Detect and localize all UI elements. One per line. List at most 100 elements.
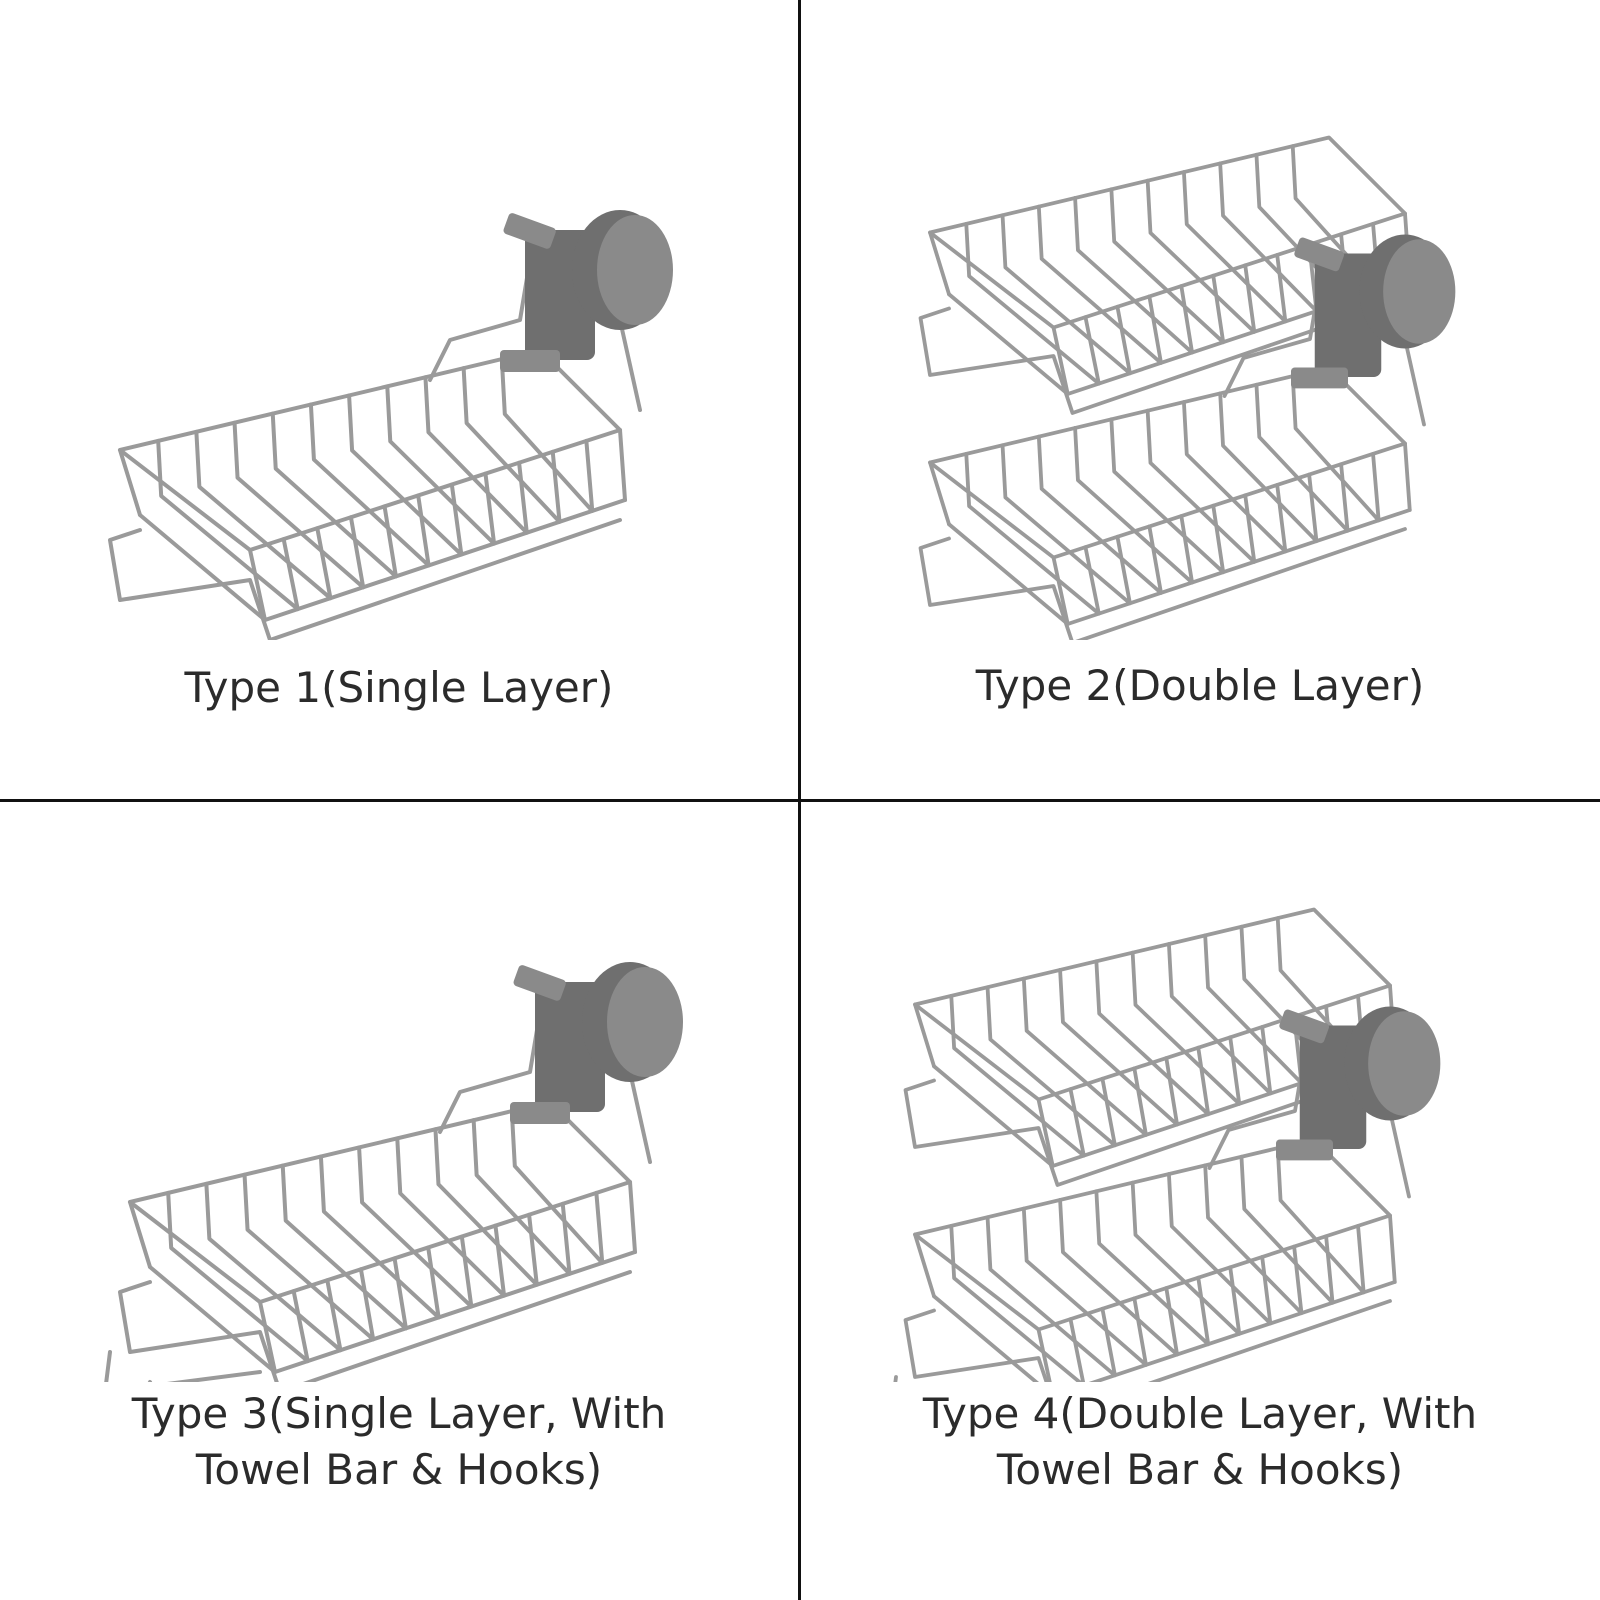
basket-illustration — [893, 907, 1441, 1382]
caption-line: Towel Bar & Hooks) — [195, 1445, 603, 1494]
basket-corner — [1051, 325, 1070, 396]
basket-rib — [1218, 161, 1319, 313]
faucet-mount — [510, 962, 683, 1124]
basket-rib — [1036, 434, 1163, 595]
mount-cap-face — [607, 967, 683, 1077]
wire-basket — [903, 907, 1397, 1187]
basket-rib — [1021, 976, 1148, 1137]
caption-line: Type 4(Double Layer, With — [922, 1389, 1478, 1438]
mount-clip — [1291, 367, 1348, 389]
basket-rim — [128, 1100, 632, 1304]
basket-rib — [964, 451, 1101, 616]
basket-rib — [985, 1215, 1117, 1378]
panel-type-2: Type 2(Double Layer) — [801, 0, 1599, 798]
basket-foot-wire — [918, 297, 1407, 415]
panel-type-4: Type 4(Double Layer, With Towel Bar & Ho… — [801, 802, 1599, 1600]
basket-corner — [928, 230, 951, 297]
basket-rib — [1182, 170, 1288, 324]
caption-type-3: Type 3(Single Layer, With Towel Bar & Ho… — [0, 1386, 798, 1498]
basket-rib — [1167, 1172, 1273, 1326]
basket-rib — [1058, 968, 1180, 1127]
basket-rib — [194, 429, 333, 601]
basket-foot-wire — [903, 1299, 1392, 1382]
basket-rib — [1130, 1180, 1242, 1336]
basket-foot-wire — [903, 1069, 1392, 1187]
basket-rib — [1021, 1206, 1148, 1367]
basket-corner — [928, 460, 951, 527]
basket-foot-wire — [118, 1270, 632, 1382]
basket-rib — [509, 1109, 605, 1265]
mount-clip — [1276, 1139, 1333, 1161]
basket-rib — [1203, 933, 1304, 1085]
mount-cap-face — [597, 215, 673, 325]
basket-foot-wire — [918, 527, 1407, 640]
basket-rib — [1109, 417, 1226, 575]
mount-clip — [1294, 237, 1344, 272]
basket-rib — [1094, 1189, 1211, 1347]
basket-corner — [913, 1002, 936, 1069]
basket-rib — [204, 1181, 343, 1353]
basket-rib — [1130, 950, 1242, 1106]
basket-rib — [357, 1145, 474, 1309]
basket-rib — [1094, 959, 1211, 1117]
wire-basket — [918, 261, 1426, 640]
basket-rib — [166, 1190, 310, 1364]
basket-corner — [248, 548, 267, 622]
mount-clip — [510, 1102, 570, 1124]
basket-corner — [1403, 441, 1412, 512]
basket-rib — [1073, 426, 1195, 585]
basket-rib — [461, 366, 562, 524]
mount-cap-face — [1368, 1011, 1441, 1116]
faucet-mount — [500, 210, 673, 372]
basket-rib — [1182, 400, 1288, 554]
basket-illustration — [108, 210, 673, 640]
basket-corner — [1036, 1327, 1052, 1382]
basket-foot-wire — [108, 518, 622, 640]
caption-type-1: Type 1(Single Layer) — [0, 660, 798, 716]
panel-type-3: Type 3(Single Layer, With Towel Bar & Ho… — [0, 802, 798, 1600]
basket-rib — [1290, 374, 1381, 523]
mount-clip — [503, 213, 556, 249]
mount-cap-face — [1383, 239, 1456, 344]
basket-rib — [308, 402, 431, 568]
basket-rib — [232, 420, 366, 590]
caption-type-4: Type 4(Double Layer, With Towel Bar & Ho… — [801, 1386, 1599, 1498]
basket-rib — [1203, 1163, 1304, 1315]
basket-rib — [395, 1136, 507, 1298]
basket-rib — [964, 221, 1101, 386]
basket-rib — [1073, 196, 1195, 355]
basket-rim — [913, 1137, 1392, 1332]
panel-type-1: Type 1(Single Layer) — [0, 0, 798, 798]
horizontal-divider — [0, 799, 1600, 802]
basket-rim — [928, 365, 1407, 560]
basket-rib — [318, 1154, 441, 1320]
basket-rib — [347, 393, 464, 557]
basket-rib — [156, 438, 300, 612]
basket-rib — [1000, 213, 1132, 376]
basket-rib — [433, 1127, 539, 1287]
basket-rib — [385, 384, 497, 546]
wire-basket — [104, 990, 652, 1382]
caption-type-2: Type 2(Double Layer) — [801, 658, 1599, 714]
caption-line: Type 1(Single Layer) — [184, 663, 614, 712]
towel-bar — [104, 1350, 262, 1382]
basket-corner — [128, 1200, 152, 1269]
basket-rib — [1167, 942, 1273, 1096]
basket-rib — [270, 411, 398, 579]
basket-rib — [423, 375, 529, 535]
basket-rib — [949, 1223, 1086, 1382]
basket-rim — [118, 348, 622, 552]
basket-rib — [280, 1163, 408, 1331]
mount-clip — [1279, 1009, 1329, 1044]
basket-illustration — [104, 962, 683, 1382]
wire-basket — [918, 135, 1412, 415]
basket-corner — [1051, 555, 1070, 626]
caption-line: Type 2(Double Layer) — [975, 661, 1425, 710]
basket-corner — [628, 1180, 637, 1254]
basket-base — [932, 1280, 1397, 1382]
basket-rib — [1145, 408, 1257, 564]
basket-rib — [985, 985, 1117, 1148]
basket-rib — [1275, 1146, 1366, 1295]
basket-rib — [1254, 382, 1350, 533]
basket-rib — [1036, 204, 1163, 365]
